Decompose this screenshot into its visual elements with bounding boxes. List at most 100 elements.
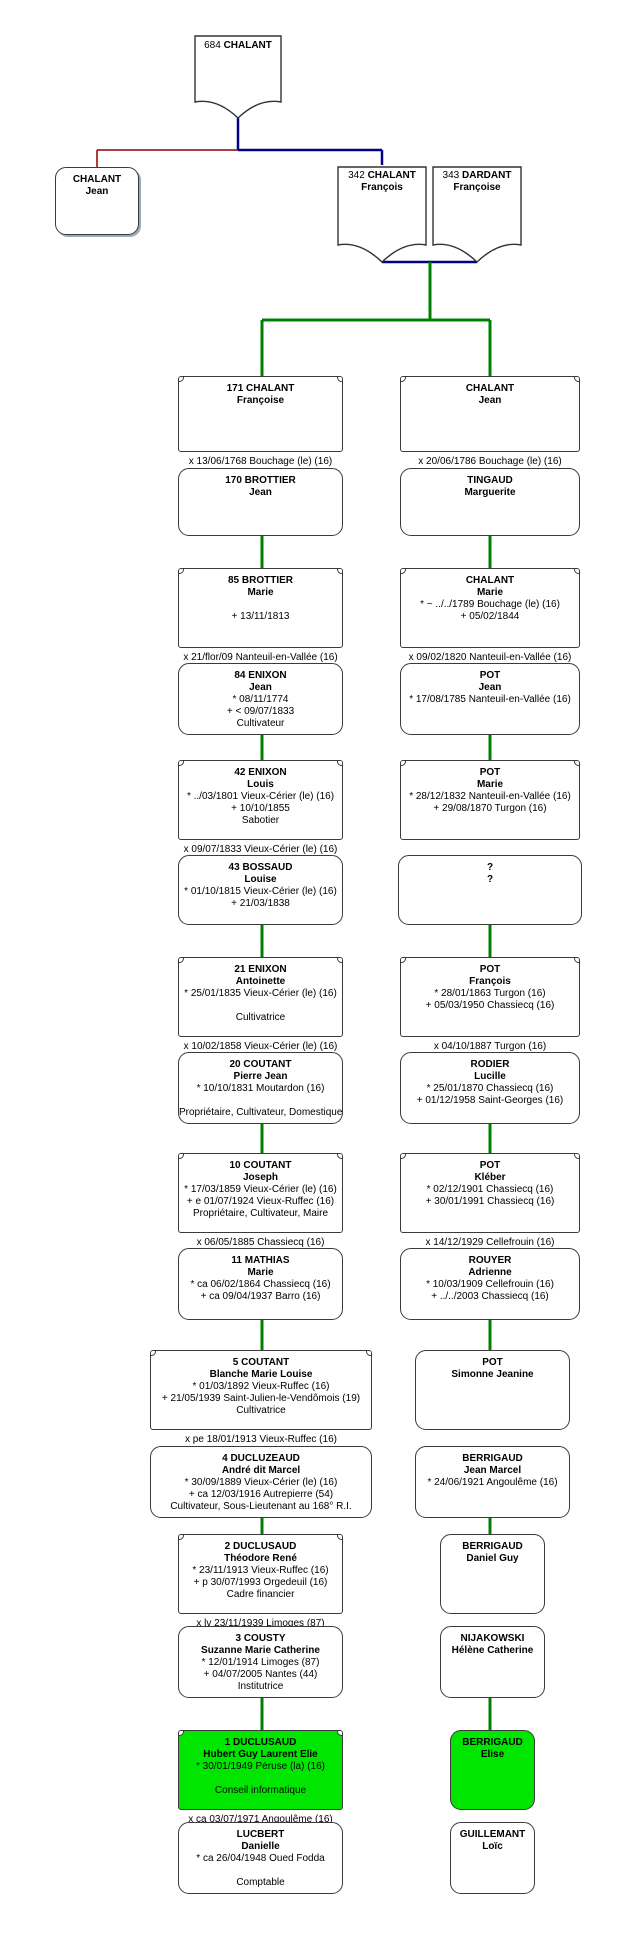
given-name: Marguerite (464, 487, 516, 498)
detail-line (179, 1865, 342, 1877)
surname: POT (479, 767, 501, 778)
detail-line: Comptable (236, 1877, 285, 1888)
surname: 85 BROTTIER (227, 575, 293, 586)
detail-line (179, 1773, 342, 1785)
given-name: Kléber (474, 1172, 506, 1183)
detail-line: Institutrice (237, 1681, 284, 1692)
person-card-left-child[interactable]: CHALANT Jean (55, 167, 139, 235)
surname: POT (482, 1357, 503, 1368)
marriage-label: x 09/07/1833 Vieux-Cérier (le) (16) (183, 844, 338, 855)
detail-line: + 04/07/2005 Nantes (44) (203, 1669, 318, 1680)
surname: GUILLEMANT (459, 1829, 526, 1840)
detail-line: * 28/12/1832 Nanteuil-en-Vallée (16) (409, 791, 571, 802)
detail-line: + 21/05/1939 Saint-Julien-le-Vendômois (… (161, 1393, 361, 1404)
ancestor-shield[interactable] (193, 34, 283, 120)
given-name: Joseph (242, 1172, 278, 1183)
surname: CHALANT (465, 575, 515, 586)
surname: 20 COUTANT (229, 1059, 292, 1070)
given-name: Marie (476, 779, 504, 790)
surname: BERRIGAUD (462, 1541, 523, 1552)
mother-shield[interactable] (431, 165, 523, 265)
detail-line: * 30/09/1889 Vieux-Cérier (le) (16) (184, 1477, 338, 1488)
detail-line: Cultivatrice (236, 1405, 286, 1416)
detail-line: * 25/01/1870 Chassiecq (16) (426, 1083, 554, 1094)
surname: 1 DUCLUSAUD (224, 1737, 297, 1748)
surname: BERRIGAUD (462, 1453, 523, 1464)
given-name: Elise (480, 1749, 505, 1760)
detail-line: Cultivatrice (235, 1012, 286, 1023)
marriage-label: x 10/02/1858 Vieux-Cérier (le) (16) (183, 1041, 338, 1052)
father-given: François (361, 182, 403, 193)
given-name: Jean (85, 186, 109, 197)
given-name: Danielle (241, 1841, 280, 1852)
detail-line: + 13/11/1813 (231, 611, 290, 622)
ancestor-num: 684 (204, 40, 221, 51)
surname: 11 MATHIAS (231, 1255, 290, 1266)
mother-surname: DARDANT (462, 170, 512, 181)
detail-line: * 25/01/1835 Vieux-Cérier (le) (16) (184, 988, 337, 999)
detail-line: * 28/01/1863 Turgon (16) (434, 988, 546, 999)
marriage-label: x 09/02/1820 Nanteuil-en-Vallée (16) (408, 652, 572, 663)
surname: 43 BOSSAUD (228, 862, 293, 873)
surname: TINGAUD (467, 475, 513, 486)
given-name: Louise (244, 874, 277, 885)
given-name: Hubert Guy Laurent Elie (203, 1749, 318, 1760)
given-name: Suzanne Marie Catherine (201, 1645, 320, 1656)
detail-line: Cadre financier (226, 1589, 295, 1600)
detail-line: * 08/11/1774 (232, 694, 289, 705)
surname: LUCBERT (236, 1829, 285, 1840)
detail-line: + 10/10/1855 (231, 803, 290, 814)
surname: BERRIGAUD (462, 1737, 523, 1748)
father-shield[interactable] (336, 165, 428, 265)
detail-line: + ca 09/04/1937 Barro (16) (200, 1291, 321, 1302)
surname: 21 ENIXON (234, 964, 287, 975)
detail-line (179, 599, 342, 611)
given-name: Marie (247, 1267, 274, 1278)
given-name: Jean (478, 395, 502, 406)
person-card-right-5[interactable]: ?? (398, 855, 582, 925)
detail-line: + < 09/07/1833 (226, 706, 295, 717)
surname: CHALANT (72, 174, 122, 185)
father-label: 342 CHALANT François (336, 170, 428, 194)
detail-line: * 17/03/1859 Vieux-Cérier (le) (16) (184, 1184, 337, 1195)
surname: 170 BROTTIER (225, 475, 296, 486)
given-name: Théodore René (224, 1553, 297, 1564)
given-name: Lucille (474, 1071, 506, 1082)
given-name: Loïc (482, 1841, 503, 1852)
surname: NIJAKOWSKI (460, 1633, 525, 1644)
detail-line: Conseil informatique (214, 1785, 307, 1796)
surname: 2 DUCLUSAUD (224, 1541, 297, 1552)
surname: RODIER (470, 1059, 510, 1070)
